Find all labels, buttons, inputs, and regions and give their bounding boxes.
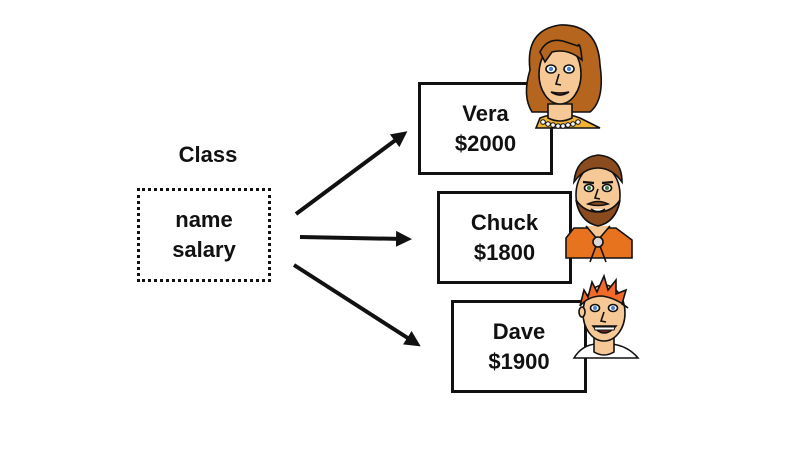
object-name: Chuck bbox=[470, 209, 539, 235]
object-box-chuck: Chuck $1800 bbox=[437, 191, 572, 284]
object-name: Vera bbox=[462, 100, 509, 126]
vera-avatar-icon bbox=[525, 24, 603, 129]
object-salary: $1900 bbox=[488, 348, 550, 374]
class-field-name: name bbox=[175, 207, 233, 232]
object-salary: $2000 bbox=[454, 130, 517, 156]
object-box-dave: Dave $1900 bbox=[451, 300, 587, 393]
class-box: name salary bbox=[137, 188, 271, 282]
class-title: Class bbox=[178, 142, 238, 167]
arrow-icon bbox=[292, 263, 421, 347]
object-salary: $1800 bbox=[473, 239, 536, 265]
class-field-salary: salary bbox=[172, 237, 236, 262]
arrow-icon bbox=[294, 131, 408, 216]
dave-avatar-icon bbox=[572, 273, 640, 359]
object-name: Dave bbox=[492, 318, 546, 344]
arrow-icon bbox=[299, 230, 412, 247]
chuck-avatar-icon bbox=[565, 154, 633, 263]
